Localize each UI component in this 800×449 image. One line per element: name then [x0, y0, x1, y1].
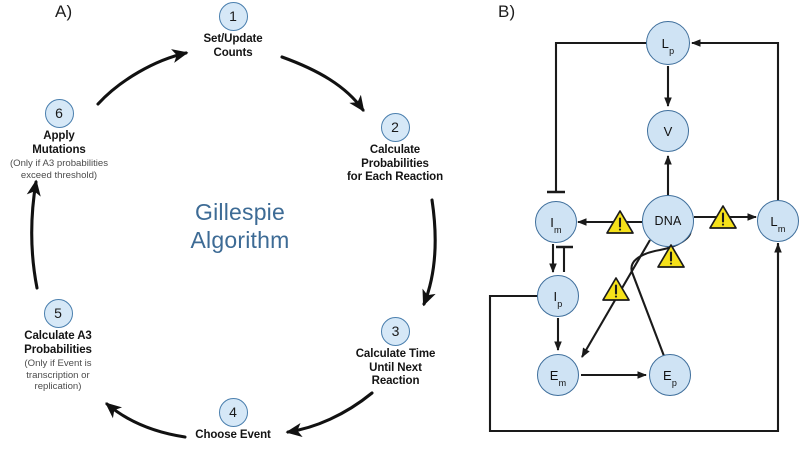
node-ip-label: Ip [553, 288, 563, 310]
warning-icon [709, 205, 737, 229]
warning-icon [657, 244, 685, 268]
warning-icon [602, 277, 630, 301]
node-dna-label: DNA [654, 214, 682, 228]
step-3: 3 Calculate Time Until Next Reaction [333, 317, 458, 389]
step-4-number: 4 [218, 398, 248, 427]
cycle-center-title: Gillespie Algorithm [190, 199, 290, 253]
step-6-number: 6 [44, 99, 74, 128]
step-5: 5 Calculate A3 Probabilities (Only if Ev… [2, 299, 114, 393]
panel-b-label: B) [498, 2, 516, 21]
node-v-label: V [663, 123, 673, 139]
node-im: Im [535, 201, 577, 243]
step-4: 4 Choose Event [173, 398, 293, 443]
panel-a-gillespie-cycle: A) Gillespie Algori [0, 2, 460, 443]
step-5-title: Calculate A3 Probabilities [24, 330, 92, 356]
step-6-subtitle: (Only if A3 probabilities exceed thresho… [9, 158, 109, 181]
step-5-subtitle: (Only if Event is transcription or repli… [24, 358, 92, 393]
step-1-number: 1 [218, 2, 248, 31]
node-ep-label: Ep [662, 367, 678, 389]
step-4-title: Choose Event [195, 429, 271, 441]
node-lm-label: Lm [770, 213, 786, 235]
node-lp: Lp [646, 21, 690, 65]
step-1-title: Set/Update Counts [203, 33, 263, 59]
node-ip: Ip [537, 275, 579, 317]
step-2-title: Calculate Probabilities for Each Reactio… [346, 144, 444, 183]
panel-a-arrows [26, 49, 437, 439]
step-2: 2 Calculate Probabilities for Each React… [330, 113, 460, 185]
panel-b-warning-markers [602, 205, 737, 301]
panel-a-label: A) [55, 2, 73, 21]
warning-icon [606, 210, 634, 234]
step-3-number: 3 [381, 317, 410, 346]
step-1: 1 Set/Update Counts [173, 2, 293, 60]
node-lm: Lm [757, 200, 799, 242]
step-6: 6 Apply Mutations (Only if A3 probabilit… [0, 99, 118, 181]
step-6-title: Apply Mutations [32, 130, 86, 156]
node-dna: DNA [642, 195, 694, 247]
step-3-title: Calculate Time Until Next Reaction [355, 348, 436, 387]
panel-b-regulatory-network: B) [480, 0, 800, 449]
step-2-number: 2 [380, 113, 410, 142]
node-ep: Ep [649, 354, 691, 396]
node-v: V [647, 110, 689, 152]
step-5-number: 5 [43, 299, 73, 328]
node-em: Em [537, 354, 579, 396]
node-im-label: Im [550, 214, 562, 236]
node-lp-label: Lp [661, 35, 675, 57]
node-em-label: Em [549, 367, 567, 389]
